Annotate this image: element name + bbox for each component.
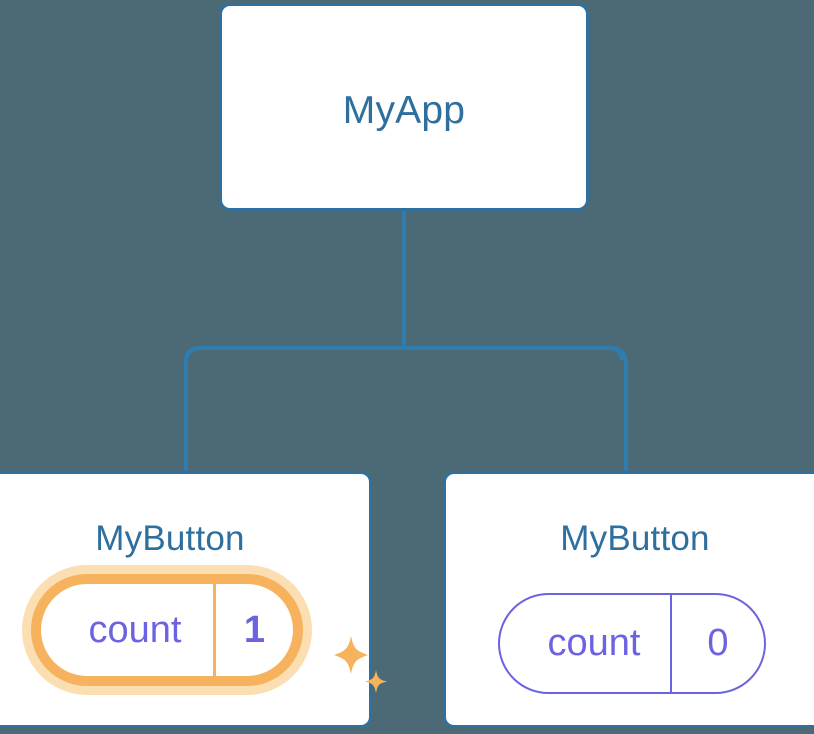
state-value: 0: [670, 595, 764, 692]
state-key: count: [88, 608, 182, 651]
state-key: count: [547, 622, 641, 664]
node-title: MyApp: [342, 89, 466, 132]
edge-root-to-children: [184, 211, 628, 471]
state-chip-count-highlighted[interactable]: count 1: [31, 574, 303, 686]
node-mybutton-left[interactable]: MyButton count 1: [0, 471, 387, 728]
node-title: MyButton: [95, 519, 245, 558]
state-chip-count[interactable]: count 0: [498, 593, 766, 694]
node-myapp[interactable]: MyApp: [219, 3, 589, 211]
node-mybutton-right[interactable]: MyButton count 0: [443, 471, 814, 728]
node-title: MyButton: [560, 519, 710, 558]
state-chip-wrapper: count 1: [31, 574, 387, 693]
state-chip-wrapper: count 0: [498, 593, 766, 694]
edge-corner-left: [184, 346, 201, 363]
edge-corner-right: [611, 346, 628, 363]
state-value: 1: [213, 584, 293, 676]
sparkle-large-icon: [334, 636, 368, 674]
